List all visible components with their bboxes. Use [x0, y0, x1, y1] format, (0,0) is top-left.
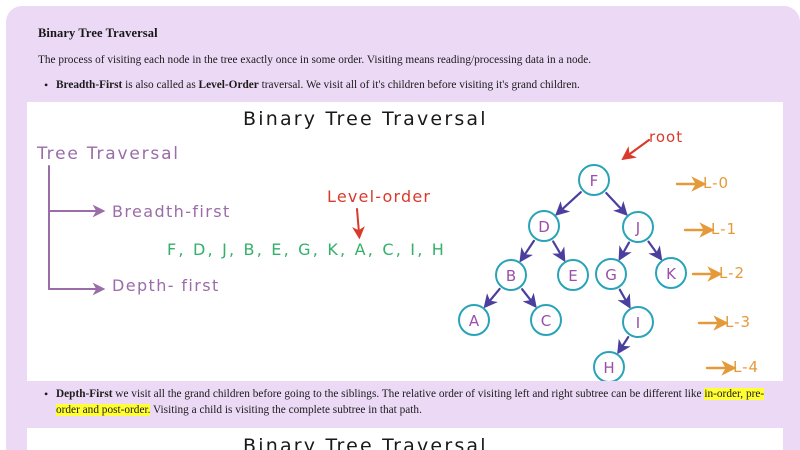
- node-circle: [622, 306, 654, 339]
- tree-node-g[interactable]: G: [595, 258, 627, 291]
- figure1-root-arrow: [621, 138, 651, 161]
- bullet-emphasis-level-order: Level-Order: [198, 79, 259, 92]
- tree-node-j[interactable]: J: [622, 211, 654, 244]
- node-label: I: [636, 314, 640, 332]
- node-label: J: [635, 219, 640, 237]
- figure-depth-first-diagram: Binary Tree Traversal root: [27, 427, 783, 450]
- figure1-level-order-arrow: [352, 208, 365, 240]
- tree-node-h[interactable]: H: [593, 351, 625, 382]
- figure1-branch-depth-first: Depth- first: [112, 276, 220, 296]
- node-label: B: [506, 267, 516, 285]
- node-label: E: [568, 267, 577, 285]
- node-circle: [495, 259, 527, 292]
- figure1-outline-root: Tree Traversal: [37, 144, 180, 165]
- level-label-l-3: L-3: [725, 313, 752, 332]
- figure1-tree-nodes: F D J B E G K A C I H: [458, 164, 687, 382]
- tree-node-e[interactable]: E: [557, 259, 589, 292]
- node-circle: [622, 211, 654, 244]
- bullet-text-breadth-1: is also called as: [122, 79, 199, 92]
- bullet-lead-breadth: Breadth-First: [56, 79, 123, 92]
- bullet-text-breadth-2: traversal. We visit all of it's children…: [258, 79, 580, 92]
- level-label-l-1: L-1: [711, 220, 738, 239]
- node-circle: [655, 257, 687, 290]
- tree-edge: [521, 288, 537, 309]
- tree-node-c[interactable]: C: [530, 304, 562, 337]
- tree-edge: [552, 240, 566, 263]
- node-label: K: [666, 265, 677, 283]
- tree-edge: [618, 241, 632, 262]
- bullet-text-depth-1: we visit all the grand children before g…: [112, 388, 705, 401]
- bullet-list: Breadth-First is also called as Level-Or…: [22, 77, 784, 94]
- tree-node-a[interactable]: A: [458, 304, 490, 337]
- tree-node-i[interactable]: I: [622, 306, 654, 339]
- bullet-breadth-first: Breadth-First is also called as Level-Or…: [44, 77, 784, 94]
- node-circle: [578, 164, 610, 197]
- tree-edge: [647, 240, 663, 261]
- tree-node-d[interactable]: D: [528, 210, 560, 243]
- figure1-tree-edges: [483, 191, 663, 355]
- level-label-l-0: L-0: [703, 174, 730, 193]
- figure1-traversal-sequence: F, D, J, B, E, G, K, A, C, I, H: [167, 240, 447, 260]
- node-circle: [595, 258, 627, 291]
- figure-breadth-first-diagram: Binary Tree Traversal Tree Traversal Bre…: [27, 102, 783, 382]
- tree-node-b[interactable]: B: [495, 259, 527, 292]
- page-title: Binary Tree Traversal: [38, 26, 158, 40]
- node-circle: [528, 210, 560, 243]
- bullet-lead-depth: Depth-First: [56, 388, 113, 401]
- bullet-list-2: Depth-First we visit all the grand child…: [22, 386, 784, 419]
- node-label: D: [538, 218, 550, 236]
- level-label-l-4: L-4: [733, 358, 760, 377]
- tree-edge: [605, 192, 628, 217]
- node-circle: [530, 304, 562, 337]
- node-label: G: [605, 266, 617, 284]
- tree-edge: [483, 287, 501, 309]
- node-label: F: [590, 172, 599, 190]
- node-label: A: [469, 312, 480, 330]
- bullet-text-depth-2: Visiting a child is visiting the complet…: [150, 403, 422, 416]
- tree-edge: [519, 239, 535, 263]
- tree-edge: [617, 288, 631, 309]
- node-circle: [557, 259, 589, 292]
- node-label: C: [541, 312, 551, 330]
- tree-node-k[interactable]: K: [655, 257, 687, 290]
- figure1-outline-bracket: [48, 165, 106, 296]
- tree-edge: [617, 336, 631, 355]
- intro-paragraph: The process of visiting each node in the…: [38, 54, 592, 66]
- figure1-branch-breadth-first: Breadth-first: [112, 202, 231, 222]
- node-circle: [458, 304, 490, 337]
- node-circle: [593, 351, 625, 382]
- bullet-depth-first: Depth-First we visit all the grand child…: [44, 386, 784, 419]
- article-panel: Binary Tree Traversal The process of vis…: [6, 6, 800, 450]
- figure1-root-label: root: [649, 128, 684, 147]
- tree-node-f[interactable]: F: [578, 164, 610, 197]
- figure1-level-order-label: Level-order: [327, 187, 432, 207]
- tree-edge: [555, 191, 582, 216]
- level-label-l-2: L-2: [719, 264, 746, 283]
- figure2-heading: Binary Tree Traversal: [243, 434, 488, 450]
- figure1-heading: Binary Tree Traversal: [243, 108, 488, 131]
- node-label: H: [603, 359, 614, 377]
